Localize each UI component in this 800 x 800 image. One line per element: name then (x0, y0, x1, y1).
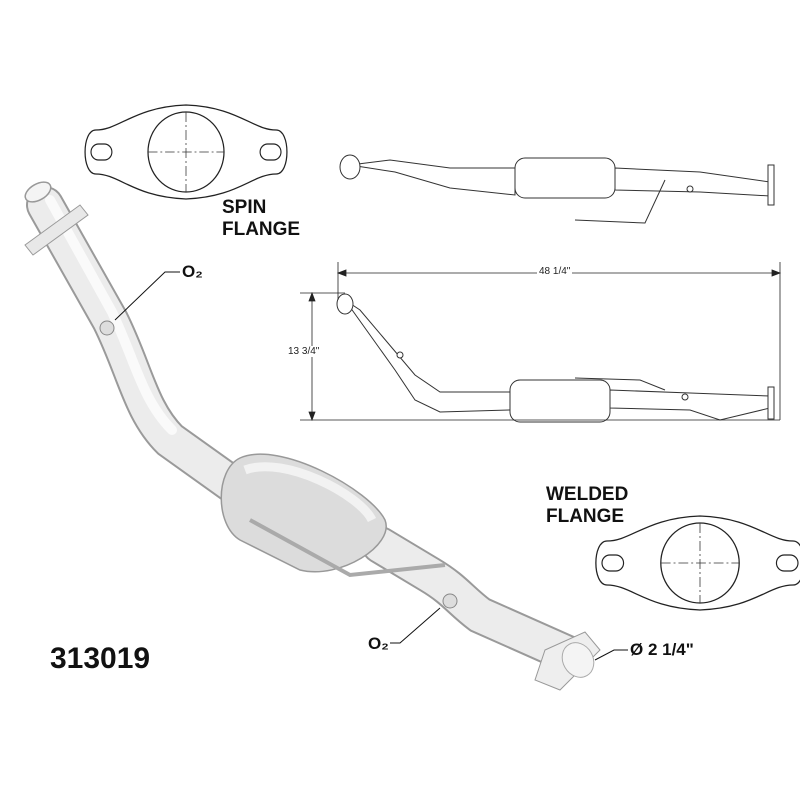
welded-flange-gasket (595, 515, 800, 611)
spin-flange-gasket (84, 104, 288, 200)
spin-flange-label: SPIN FLANGE (222, 197, 300, 241)
height-dimension: 13 3/4" (286, 346, 322, 357)
part-number: 313019 (50, 642, 151, 675)
outlet-diameter-label: Ø 2 1/4" (630, 640, 694, 659)
spin-flange-label-line1: SPIN (222, 197, 267, 218)
welded-flange-label-line1: WELDED (546, 484, 629, 505)
catalytic-converter-3d (24, 181, 601, 691)
spin-flange-label-line2: FLANGE (222, 219, 301, 240)
leader-lines (114, 271, 628, 661)
side-view-dimensioned (336, 293, 775, 423)
side-view-top (339, 154, 775, 224)
length-dimension: 48 1/4" (537, 266, 573, 277)
welded-flange-label-line2: FLANGE (546, 506, 625, 527)
o2-sensor-label-upper: O₂ (182, 262, 203, 281)
welded-flange-label: WELDED FLANGE (546, 484, 628, 528)
o2-sensor-label-lower: O₂ (368, 634, 389, 653)
